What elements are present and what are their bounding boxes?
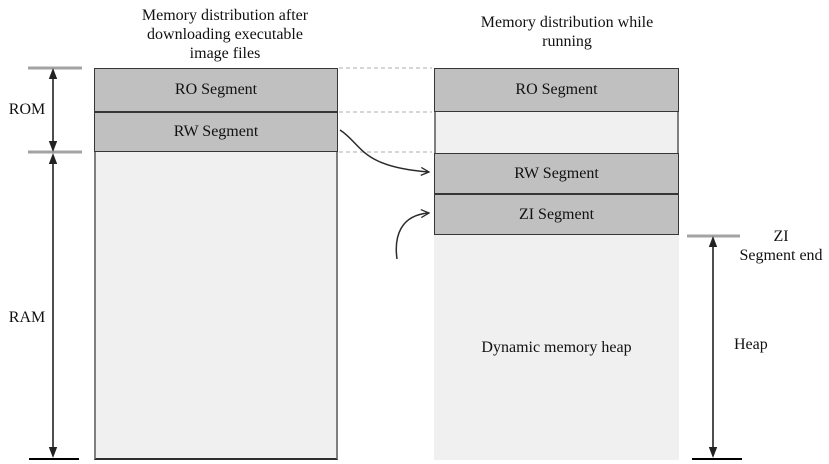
right-memory-column: RO Segment RW Segment ZI Segment Dynamic… — [434, 68, 679, 460]
right-ro-segment-label: RO Segment — [515, 81, 598, 98]
dynamic-memory-heap-segment: Dynamic memory heap — [434, 235, 679, 460]
rom-extent-arrow — [48, 68, 58, 152]
left-rw-segment-label: RW Segment — [173, 123, 259, 140]
right-column-title: Memory distribution while running — [480, 14, 654, 50]
left-column-title: Memory distribution after downloading ex… — [141, 7, 309, 62]
zi-segment-end-line2: Segment end — [739, 247, 823, 264]
dynamic-memory-heap-label: Dynamic memory heap — [481, 338, 632, 356]
left-rw-segment: RW Segment — [94, 112, 338, 152]
right-rw-segment-label: RW Segment — [514, 164, 599, 182]
left-memory-column: RO Segment RW Segment — [94, 68, 338, 460]
ram-label: RAM — [8, 309, 46, 326]
heap-extent-arrow — [708, 236, 718, 458]
right-zi-segment-label: ZI Segment — [518, 205, 595, 223]
zi-segment-end-line1: ZI — [773, 228, 789, 245]
right-ro-segment: RO Segment — [434, 68, 679, 112]
left-ro-segment-label: RO Segment — [174, 81, 258, 98]
left-ro-segment: RO Segment — [94, 68, 338, 112]
right-rw-segment: RW Segment — [434, 153, 679, 194]
right-zi-segment: ZI Segment — [434, 194, 679, 235]
rom-label: ROM — [8, 101, 46, 118]
zi-segment-end-label: ZI Segment end — [732, 227, 829, 265]
ram-extent-arrow — [48, 153, 58, 458]
heap-label: Heap — [734, 336, 768, 353]
rw-relocation-arrow — [339, 129, 429, 172]
zi-pointer-arrow — [395, 213, 429, 260]
